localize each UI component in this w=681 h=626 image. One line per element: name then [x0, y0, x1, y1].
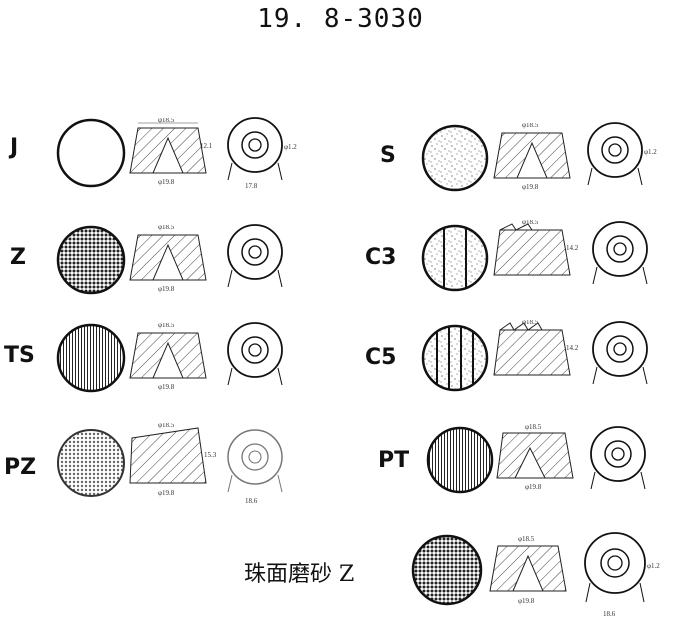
dim-outer: φ18.5	[158, 225, 175, 231]
dim-base: φ19.8	[158, 285, 175, 293]
dim-outer: φ18.5	[158, 323, 175, 329]
dim-base: φ19.8	[518, 597, 535, 605]
dim-pin: φ1.2	[644, 148, 657, 156]
dim-outer: φ18.5	[522, 320, 539, 326]
variant-pt: PT φ18.5 φ19.8	[370, 420, 680, 505]
dim-base: φ19.8	[158, 383, 175, 391]
side-view	[592, 221, 648, 285]
cross-section-view: φ18.5 φ19.8	[496, 423, 574, 491]
dim-height: 14.2	[566, 244, 579, 252]
cross-section-view: φ18.5 φ19.8	[129, 323, 207, 391]
variant-ts: TS φ18.5 φ19.8	[0, 318, 320, 398]
side-view: 18.6	[227, 429, 283, 505]
dim-height: 15.3	[204, 451, 217, 459]
variant-code: J	[10, 135, 19, 160]
dim-outer: φ18.5	[158, 423, 175, 429]
variant-code: S	[380, 143, 396, 168]
side-view	[227, 224, 283, 288]
variant-code: Z	[10, 245, 26, 270]
variant-j: J φ18.5 φ19.8 12.1 φ1.2 17.8	[0, 110, 320, 190]
cross-section-view: φ18.5 φ19.8	[493, 123, 571, 191]
front-view-bead	[56, 225, 126, 295]
cross-section-view: φ18.5 φ19.8	[489, 535, 567, 605]
side-view	[592, 321, 648, 385]
front-view-lines	[56, 323, 126, 393]
variant-code: 珠面磨砂 Z	[244, 562, 355, 587]
cross-section-view: φ18.5 15.3 φ19.8	[129, 423, 217, 497]
dim-outer: φ18.5	[522, 123, 539, 129]
dim-width: 17.8	[245, 182, 258, 190]
variant-code: C3	[365, 245, 397, 270]
dim-pin: φ1.2	[284, 143, 297, 151]
front-view-bead	[411, 534, 483, 606]
dim-base: φ19.8	[522, 183, 539, 191]
variant-c5: C5 φ18.5 14.2	[355, 315, 680, 395]
variant-bead-frosted-z: 珠面磨砂 Z φ18.5 φ19.8 φ1.2 18.6	[240, 528, 680, 623]
front-view-stripe3	[421, 224, 489, 292]
page-title: 19. 8-3030	[257, 4, 424, 34]
dim-width: 18.6	[245, 497, 258, 505]
dim-outer: φ18.5	[525, 423, 542, 431]
front-view-clear	[56, 118, 126, 188]
dim-outer: φ18.5	[158, 118, 175, 124]
side-view	[227, 322, 283, 386]
dim-base: φ19.8	[525, 483, 542, 491]
variant-code: PT	[378, 448, 410, 473]
variant-pz: PZ φ18.5 15.3 φ19.8 18.6	[0, 420, 320, 510]
variant-code: C5	[365, 345, 397, 370]
cross-section-view: φ18.5 φ19.8	[129, 225, 207, 293]
dim-height: 12.1	[200, 142, 213, 150]
cross-section-view: φ18.5 14.2	[493, 320, 579, 376]
cross-section-view: φ18.5 14.2	[493, 220, 579, 276]
dim-base: φ19.8	[158, 178, 175, 186]
front-view-stripe5	[421, 324, 489, 392]
variant-code: PZ	[4, 455, 37, 480]
variant-c3: C3 φ18.5 14.2	[355, 215, 680, 295]
side-view	[590, 426, 646, 490]
dim-outer: φ18.5	[518, 535, 535, 543]
front-view-frost	[421, 124, 489, 192]
variant-s: S φ18.5 φ19.8 φ1.2	[370, 115, 680, 195]
dim-outer: φ18.5	[522, 220, 539, 226]
side-view: φ1.2 17.8	[227, 117, 297, 190]
dim-base: φ19.8	[158, 489, 175, 497]
side-view: φ1.2 18.6	[584, 532, 660, 618]
side-view: φ1.2	[587, 122, 657, 186]
variant-z: Z φ18.5 φ19.8	[0, 220, 320, 300]
variant-code: TS	[4, 343, 35, 368]
front-view-lines	[426, 426, 494, 494]
front-view-bead-light	[57, 429, 125, 497]
dim-width: 18.6	[603, 610, 616, 618]
dim-height: 14.2	[566, 344, 579, 352]
cross-section-view: φ18.5 φ19.8 12.1	[129, 118, 213, 186]
dim-pin: φ1.2	[647, 562, 660, 570]
